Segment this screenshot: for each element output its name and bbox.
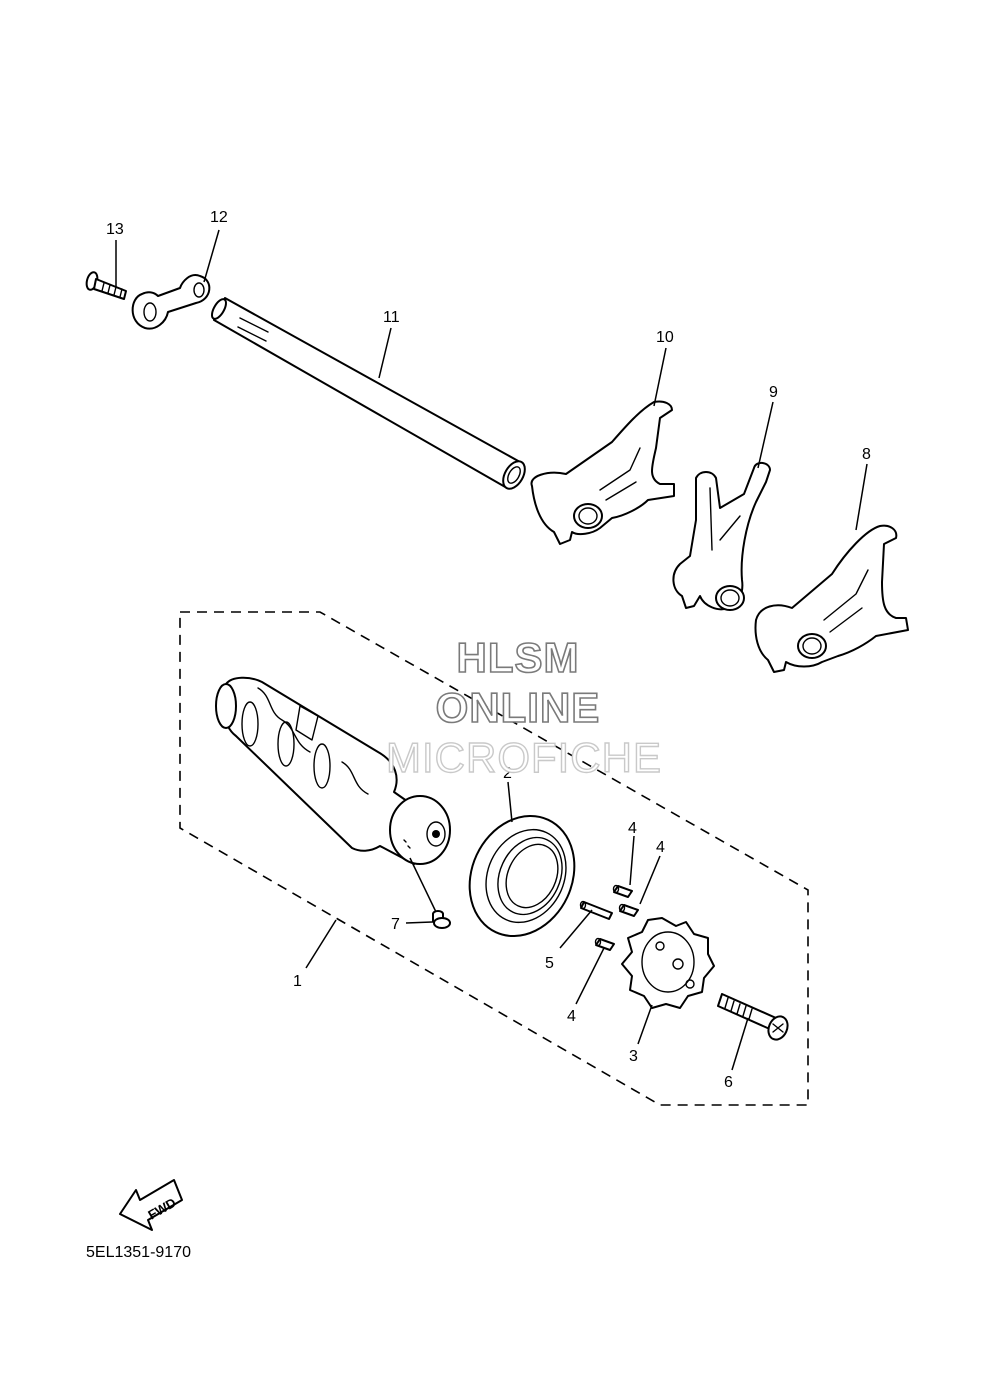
callout-12: 12 xyxy=(210,209,228,226)
fwd-arrow-icon: FWD xyxy=(119,1179,183,1231)
shift-drum-part-1 xyxy=(215,676,451,865)
callout-4-top: 4 xyxy=(628,820,637,837)
shift-fork-part-8 xyxy=(754,524,909,673)
callout-4-right: 4 xyxy=(656,839,665,856)
shift-fork-part-10 xyxy=(530,400,675,545)
callout-8: 8 xyxy=(862,446,871,463)
guide-bar-part-11 xyxy=(211,297,526,490)
callout-5: 5 xyxy=(545,955,554,972)
watermark-line-2: ONLINE xyxy=(436,684,601,731)
pin-part-4c xyxy=(594,937,615,951)
watermark: HLSM ONLINE MICROFICHE xyxy=(385,633,662,782)
pin-part-5 xyxy=(579,900,613,920)
segment-plate-part-12 xyxy=(131,274,211,330)
screw-part-6 xyxy=(717,993,789,1041)
diagram-code: 5EL1351-9170 xyxy=(86,1244,191,1261)
assembly-boundary xyxy=(179,611,809,1106)
pin-part-4b xyxy=(618,903,639,917)
callout-3: 3 xyxy=(629,1048,638,1065)
callout-1: 1 xyxy=(293,973,302,990)
callout-6: 6 xyxy=(724,1074,733,1091)
callout-9: 9 xyxy=(769,384,778,401)
screw-part-13 xyxy=(85,271,127,300)
callout-10: 10 xyxy=(656,329,674,346)
pin-part-4a xyxy=(612,884,633,898)
shift-fork-part-9 xyxy=(672,462,771,611)
callout-2: 2 xyxy=(503,765,512,782)
leader-lines xyxy=(115,229,868,1071)
bearing-part-2 xyxy=(468,814,576,938)
callout-13: 13 xyxy=(106,221,124,238)
segment-part-3 xyxy=(621,917,715,1009)
callouts: 13 12 11 10 9 8 2 7 1 4 4 5 4 3 6 xyxy=(106,209,871,1091)
pin-part-7 xyxy=(432,910,451,929)
watermark-line-3: MICROFICHE xyxy=(386,734,662,781)
callout-4-bottom: 4 xyxy=(567,1008,576,1025)
callout-11: 11 xyxy=(383,309,400,326)
watermark-line-1: HLSM xyxy=(457,634,580,681)
callout-7: 7 xyxy=(391,916,400,933)
